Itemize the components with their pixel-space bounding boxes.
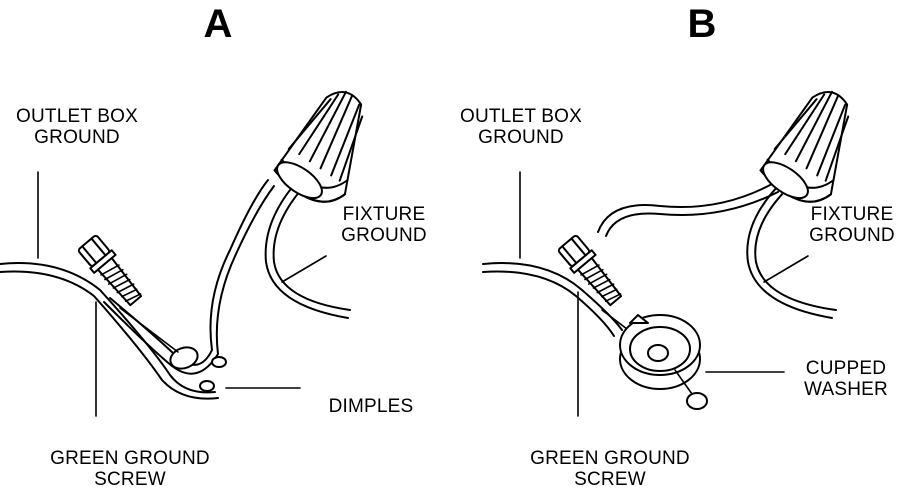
green-ground-screw-label-b: GREEN GROUND SCREW	[530, 448, 690, 490]
outlet-box-ground-label-b: OUTLET BOX GROUND	[459, 106, 582, 148]
panel-a-drawing	[0, 89, 371, 417]
cupped-washer	[619, 314, 701, 390]
dimple-1	[211, 356, 227, 368]
panel-b-drawing	[482, 89, 857, 417]
fixture-ground-wire-b	[746, 177, 833, 319]
fixture-ground-label-a: FIXTURE GROUND	[341, 204, 427, 246]
outlet-box-edge-a	[0, 262, 216, 394]
dimple-2	[199, 380, 215, 392]
fixture-ground-label-b: FIXTURE GROUND	[809, 204, 895, 246]
wire-nut-b	[749, 89, 857, 210]
washer-screw-tip	[686, 392, 708, 410]
panel-a-letter: A	[203, 2, 233, 46]
dimples-label: DIMPLES	[328, 396, 414, 417]
wire-nut-a	[263, 89, 371, 210]
panel-b-letter: B	[687, 2, 717, 46]
green-ground-screw-label-a: GREEN GROUND SCREW	[50, 448, 210, 490]
ground-wire-a	[109, 179, 269, 366]
cupped-washer-label: CUPPED WASHER	[804, 358, 888, 400]
outlet-box-ground-label-a: OUTLET BOX GROUND	[15, 106, 138, 148]
ground-wire-b	[597, 183, 773, 233]
fixture-ground-wire-a	[264, 177, 349, 319]
